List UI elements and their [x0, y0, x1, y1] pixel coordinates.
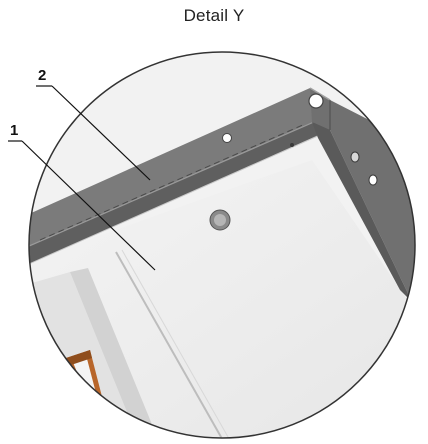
detail-title: Detail Y [183, 6, 245, 25]
detail-circle [28, 51, 416, 439]
rail-hole [368, 174, 378, 186]
panel-bolt [209, 209, 231, 231]
rail-hole [308, 93, 324, 109]
callout-2: 2 [36, 67, 151, 181]
callout-label-1: 1 [10, 122, 18, 139]
callout-1: 1 [8, 122, 156, 271]
rail-hole [222, 133, 232, 143]
rail-hole [350, 151, 360, 163]
callout-label-2: 2 [38, 67, 46, 84]
frame-rail-part-2 [29, 88, 330, 250]
